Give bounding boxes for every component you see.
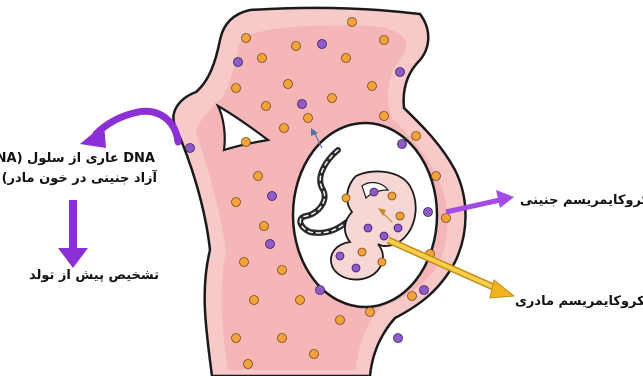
- prenatal-diagnosis-label: تشخیص پیش از تولد: [29, 267, 159, 284]
- down-arrow-shaft: [69, 200, 77, 250]
- curved-arrow-head: [80, 124, 106, 148]
- curved-arrow-icon: [96, 111, 178, 142]
- right-arrow-icon: [496, 190, 514, 208]
- cell-free-dna-label-line1: DNA عاری از سلول (DNA: [0, 150, 155, 167]
- maternal-microchimerism-label: میکروکایمریسم مادری: [515, 293, 643, 310]
- down-arrow-icon: [58, 248, 88, 268]
- fetal-microchimerism-label: میکروکایمریسم جنینی: [520, 192, 643, 209]
- diagonal-arrow-icon: [490, 280, 514, 298]
- cell-free-dna-label-line2: آزاد جنینی در خون مادر): [2, 170, 157, 187]
